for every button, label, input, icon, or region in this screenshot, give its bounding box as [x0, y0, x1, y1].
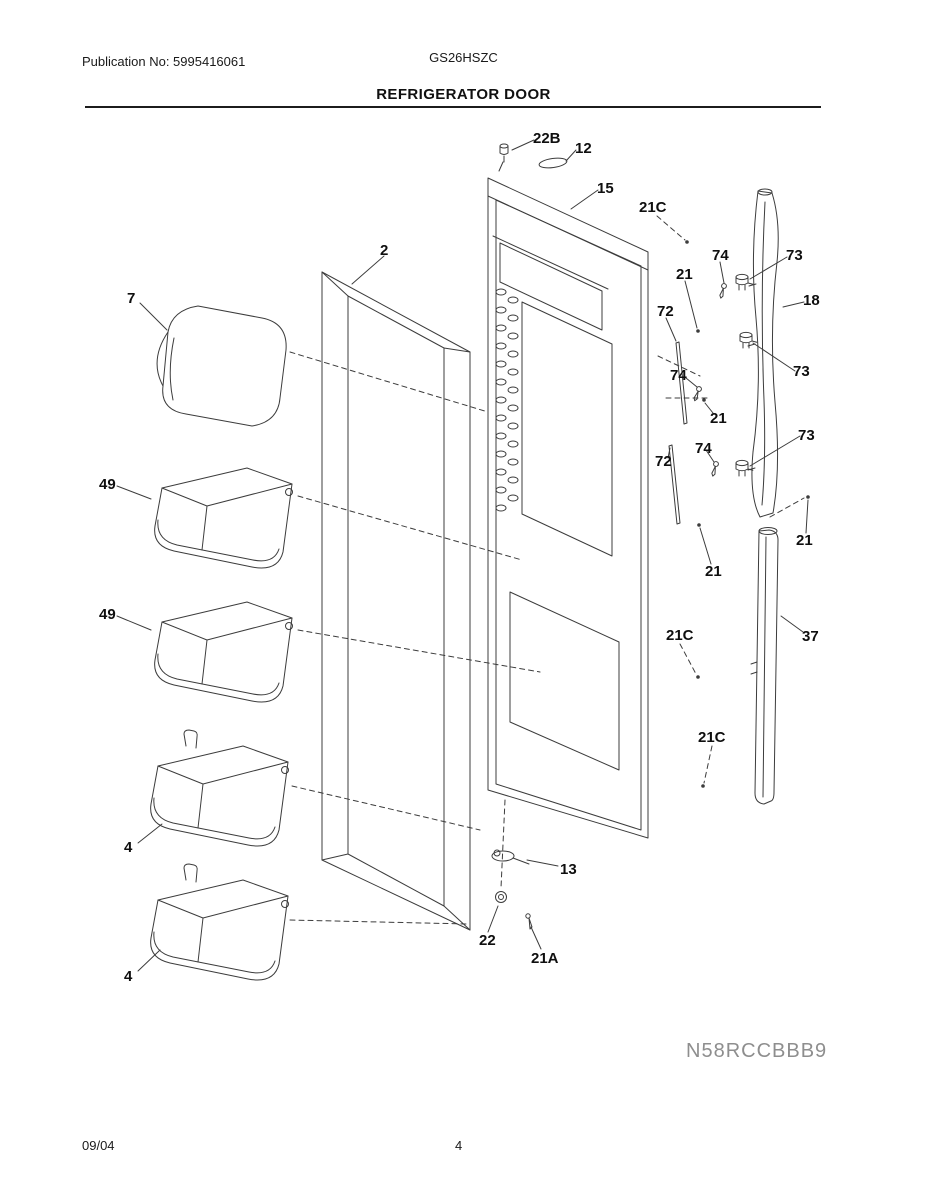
- door-bin-49-upper: [154, 467, 293, 569]
- callout-22b: 22B: [533, 130, 561, 147]
- callout-72-a: 72: [657, 303, 674, 320]
- callout-4-upper: 4: [124, 839, 133, 856]
- door-bin-4-lower: [150, 863, 289, 981]
- callout-37: 37: [802, 628, 819, 645]
- callout-21-a: 21: [676, 266, 693, 283]
- shim-rod-72-b: [668, 444, 681, 525]
- callout-15: 15: [597, 180, 614, 197]
- callout-7: 7: [127, 290, 135, 307]
- callout-13: 13: [560, 861, 577, 878]
- handle-stud-73-c: [735, 459, 749, 477]
- callout-21a: 21A: [531, 950, 559, 967]
- hinge-grommet-22: [495, 891, 507, 903]
- callout-73-b: 73: [793, 363, 810, 380]
- footer-date: 09/04: [82, 1138, 115, 1153]
- screw-74-b: [691, 385, 703, 403]
- callout-22: 22: [479, 932, 496, 949]
- door-bin-49-lower: [154, 601, 293, 703]
- bin-mount-slots: [495, 288, 519, 512]
- callout-74-b: 74: [670, 367, 687, 384]
- footer-page-number: 4: [455, 1138, 463, 1153]
- page-title: REFRIGERATOR DOOR: [376, 86, 551, 103]
- door-gasket: [321, 271, 471, 931]
- callout-4-lower: 4: [124, 968, 133, 985]
- watermark-code: N58RCCBBB9: [686, 1040, 828, 1062]
- alignment-dashed-lines: [289, 215, 805, 925]
- screw-74-a: [717, 282, 728, 300]
- hinge-cap-12: [538, 157, 568, 169]
- publication-number: Publication No: 5995416061: [82, 54, 246, 69]
- callout-21-c: 21: [796, 532, 813, 549]
- callout-74-a: 74: [712, 247, 729, 264]
- door-bin-4-upper: [150, 729, 289, 847]
- callout-72-b: 72: [655, 453, 672, 470]
- callout-21c-mid: 21C: [666, 627, 694, 644]
- shim-rod-72-a: [675, 341, 688, 425]
- screw-74-c: [709, 460, 720, 478]
- handle-stud-73-a: [735, 273, 749, 291]
- callout-18: 18: [803, 292, 820, 309]
- callout-labels: 22B 12 15 21C 2 74 73 21 18 72 7 73 74 2…: [99, 130, 820, 985]
- callout-49-lower: 49: [99, 606, 116, 623]
- callout-21c-bottom: 21C: [698, 729, 726, 746]
- door-handle-upper: [747, 188, 779, 518]
- model-number: GS26HSZC: [429, 50, 498, 65]
- screw-location-dots: [685, 240, 810, 788]
- callout-49-upper: 49: [99, 476, 116, 493]
- leader-lines: [116, 139, 809, 972]
- callout-74-c: 74: [695, 440, 712, 457]
- callout-2: 2: [380, 242, 388, 259]
- callout-21c-top: 21C: [639, 199, 667, 216]
- bottom-hinge-bracket-13: [491, 849, 530, 865]
- callout-73-a: 73: [786, 247, 803, 264]
- door-handle-lower: [750, 527, 779, 805]
- callout-73-c: 73: [798, 427, 815, 444]
- top-hinge-screw-22b: [499, 143, 509, 163]
- door-panel: [487, 177, 649, 839]
- title-divider: [85, 106, 821, 108]
- callout-21-b: 21: [710, 410, 727, 427]
- callout-12: 12: [575, 140, 592, 157]
- callout-21-d: 21: [705, 563, 722, 580]
- dairy-cover: [156, 305, 287, 427]
